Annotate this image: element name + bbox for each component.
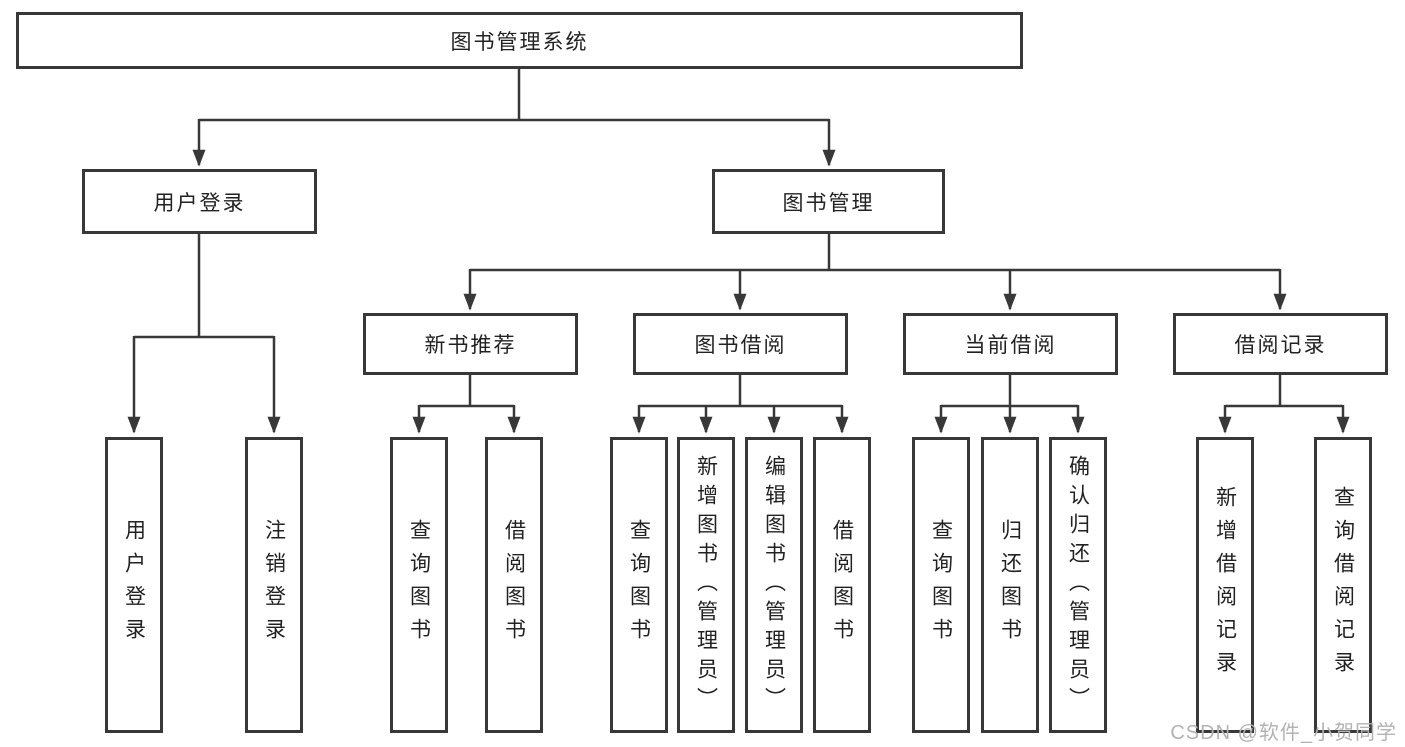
node-label: 当前借阅 (964, 334, 1057, 357)
node-label: 新书推荐 (424, 334, 517, 357)
node-label: 图书借阅 (694, 334, 787, 357)
node-label: 查询借阅记录 (1331, 486, 1355, 684)
node-leaf-logout: 注销登录 (245, 437, 303, 733)
edge-current-split (941, 375, 1078, 408)
edge-root-split (199, 69, 829, 122)
edge-book-mgmt-split (470, 234, 1280, 272)
node-book-borrowing: 图书借阅 (633, 313, 848, 375)
node-leaf-bw-query-books: 查询图书 (610, 437, 668, 733)
node-label: 新增图书（管理员） (694, 454, 718, 716)
node-leaf-bw-add-books-admin: 新增图书（管理员） (677, 437, 735, 733)
node-leaf-nb-borrow-books: 借阅图书 (485, 437, 543, 733)
node-leaf-rc-add-record: 新增借阅记录 (1196, 437, 1254, 733)
node-leaf-cu-confirm-return-admin: 确认归还（管理员） (1049, 437, 1107, 733)
csdn-watermark: CSDN @软件_小贺同学 (1170, 722, 1397, 744)
node-leaf-user-login: 用户登录 (105, 437, 163, 733)
node-user-login-branch: 用户登录 (82, 169, 317, 234)
node-leaf-cu-return-books: 归还图书 (981, 437, 1039, 733)
edge-new-books-split (419, 375, 514, 408)
node-label: 借阅图书 (830, 519, 854, 651)
node-new-book-recommend: 新书推荐 (363, 313, 578, 375)
node-label: 查询图书 (407, 519, 431, 651)
node-label: 注销登录 (262, 519, 286, 651)
node-borrow-records: 借阅记录 (1173, 313, 1388, 375)
edge-records-split (1225, 375, 1343, 408)
node-label: 用户登录 (122, 519, 146, 651)
node-leaf-bw-edit-books-admin: 编辑图书（管理员） (745, 437, 803, 733)
node-label: 确认归还（管理员） (1066, 454, 1090, 716)
node-leaf-cu-query-books: 查询图书 (912, 437, 970, 733)
node-label: 用户登录 (153, 191, 246, 215)
node-root-system: 图书管理系统 (16, 12, 1023, 69)
node-label: 借阅图书 (502, 519, 526, 651)
node-label: 借阅记录 (1234, 334, 1327, 357)
node-label: 归还图书 (998, 519, 1022, 651)
node-leaf-nb-query-books: 查询图书 (390, 437, 448, 733)
node-label: 编辑图书（管理员） (762, 454, 786, 716)
node-label: 图书管理 (782, 191, 875, 215)
edge-borrowing-split (639, 375, 842, 408)
node-leaf-rc-query-record: 查询借阅记录 (1314, 437, 1372, 733)
node-label: 图书管理系统 (450, 30, 589, 54)
node-label: 新增借阅记录 (1213, 486, 1237, 684)
node-current-borrowing: 当前借阅 (903, 313, 1118, 375)
edge-user-login-split (134, 234, 274, 339)
node-label: 查询图书 (929, 519, 953, 651)
node-label: 查询图书 (627, 519, 651, 651)
node-leaf-bw-borrow-books: 借阅图书 (813, 437, 871, 733)
node-book-management: 图书管理 (712, 169, 945, 234)
